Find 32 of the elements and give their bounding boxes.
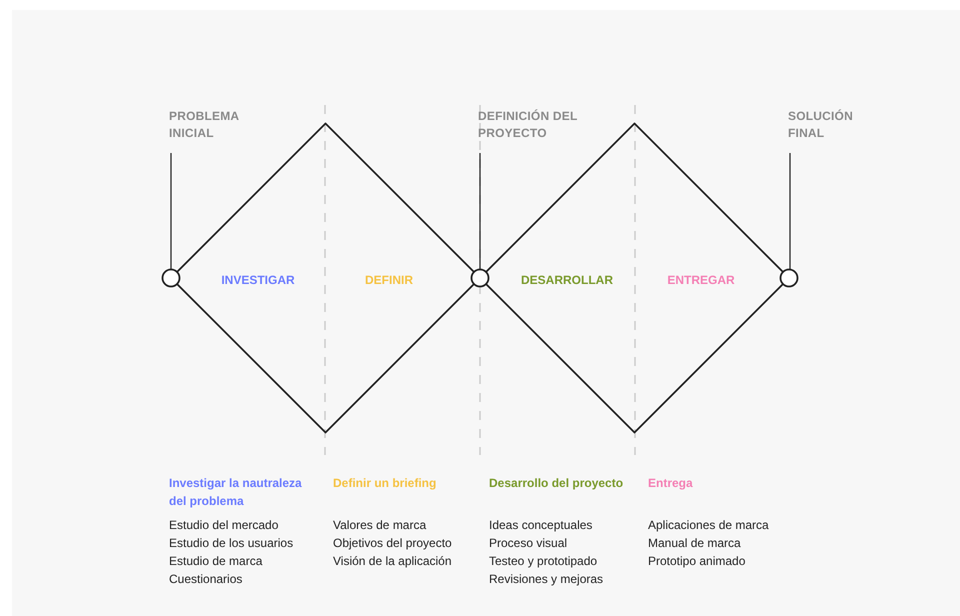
list-item: Prototipo animado: [648, 553, 746, 570]
list-item: Estudio de los usuarios: [169, 535, 294, 552]
diamond-line: [486, 122, 784, 272]
list-item: Cuestionarios: [169, 571, 244, 588]
list-item: Manual de marca: [648, 535, 742, 552]
leader-line: [170, 153, 172, 269]
diamond-line: [176, 122, 474, 272]
stage-label: DEFINICIÓN DEL PROYECTO: [478, 108, 608, 153]
diamond-line: [176, 284, 474, 434]
list-item: Ideas conceptuales: [489, 517, 594, 534]
column-heading: Definir un briefing: [333, 475, 438, 492]
list-item: Revisiones y mejoras: [489, 571, 604, 588]
list-item: Estudio de marca: [169, 553, 264, 570]
phase-label: ENTREGAR: [667, 273, 735, 287]
phase-label: INVESTIGAR: [221, 273, 295, 287]
list-item: Testeo y prototipado: [489, 553, 598, 570]
column-heading: Investigar la nautraleza del problema: [169, 475, 303, 510]
diamond-line: [486, 284, 784, 434]
list-item: Proceso visual: [489, 535, 568, 552]
leader-line: [479, 153, 481, 269]
list-item: Valores de marca: [333, 517, 428, 534]
stage-label: SOLUCIÓN FINAL: [788, 108, 888, 153]
phase-label: DESARROLLAR: [521, 273, 613, 287]
list-item: Visión de la aplicación: [333, 553, 453, 570]
list-item: Aplicaciones de marca: [648, 517, 770, 534]
stage-label: PROBLEMA INICIAL: [169, 108, 279, 153]
column-heading: Entrega: [648, 475, 694, 492]
leader-line: [789, 153, 791, 269]
list-item: Estudio del mercado: [169, 517, 280, 534]
list-item: Objetivos del proyecto: [333, 535, 453, 552]
column-heading: Desarrollo del proyecto: [489, 475, 624, 492]
phase-label: DEFINIR: [365, 273, 413, 287]
